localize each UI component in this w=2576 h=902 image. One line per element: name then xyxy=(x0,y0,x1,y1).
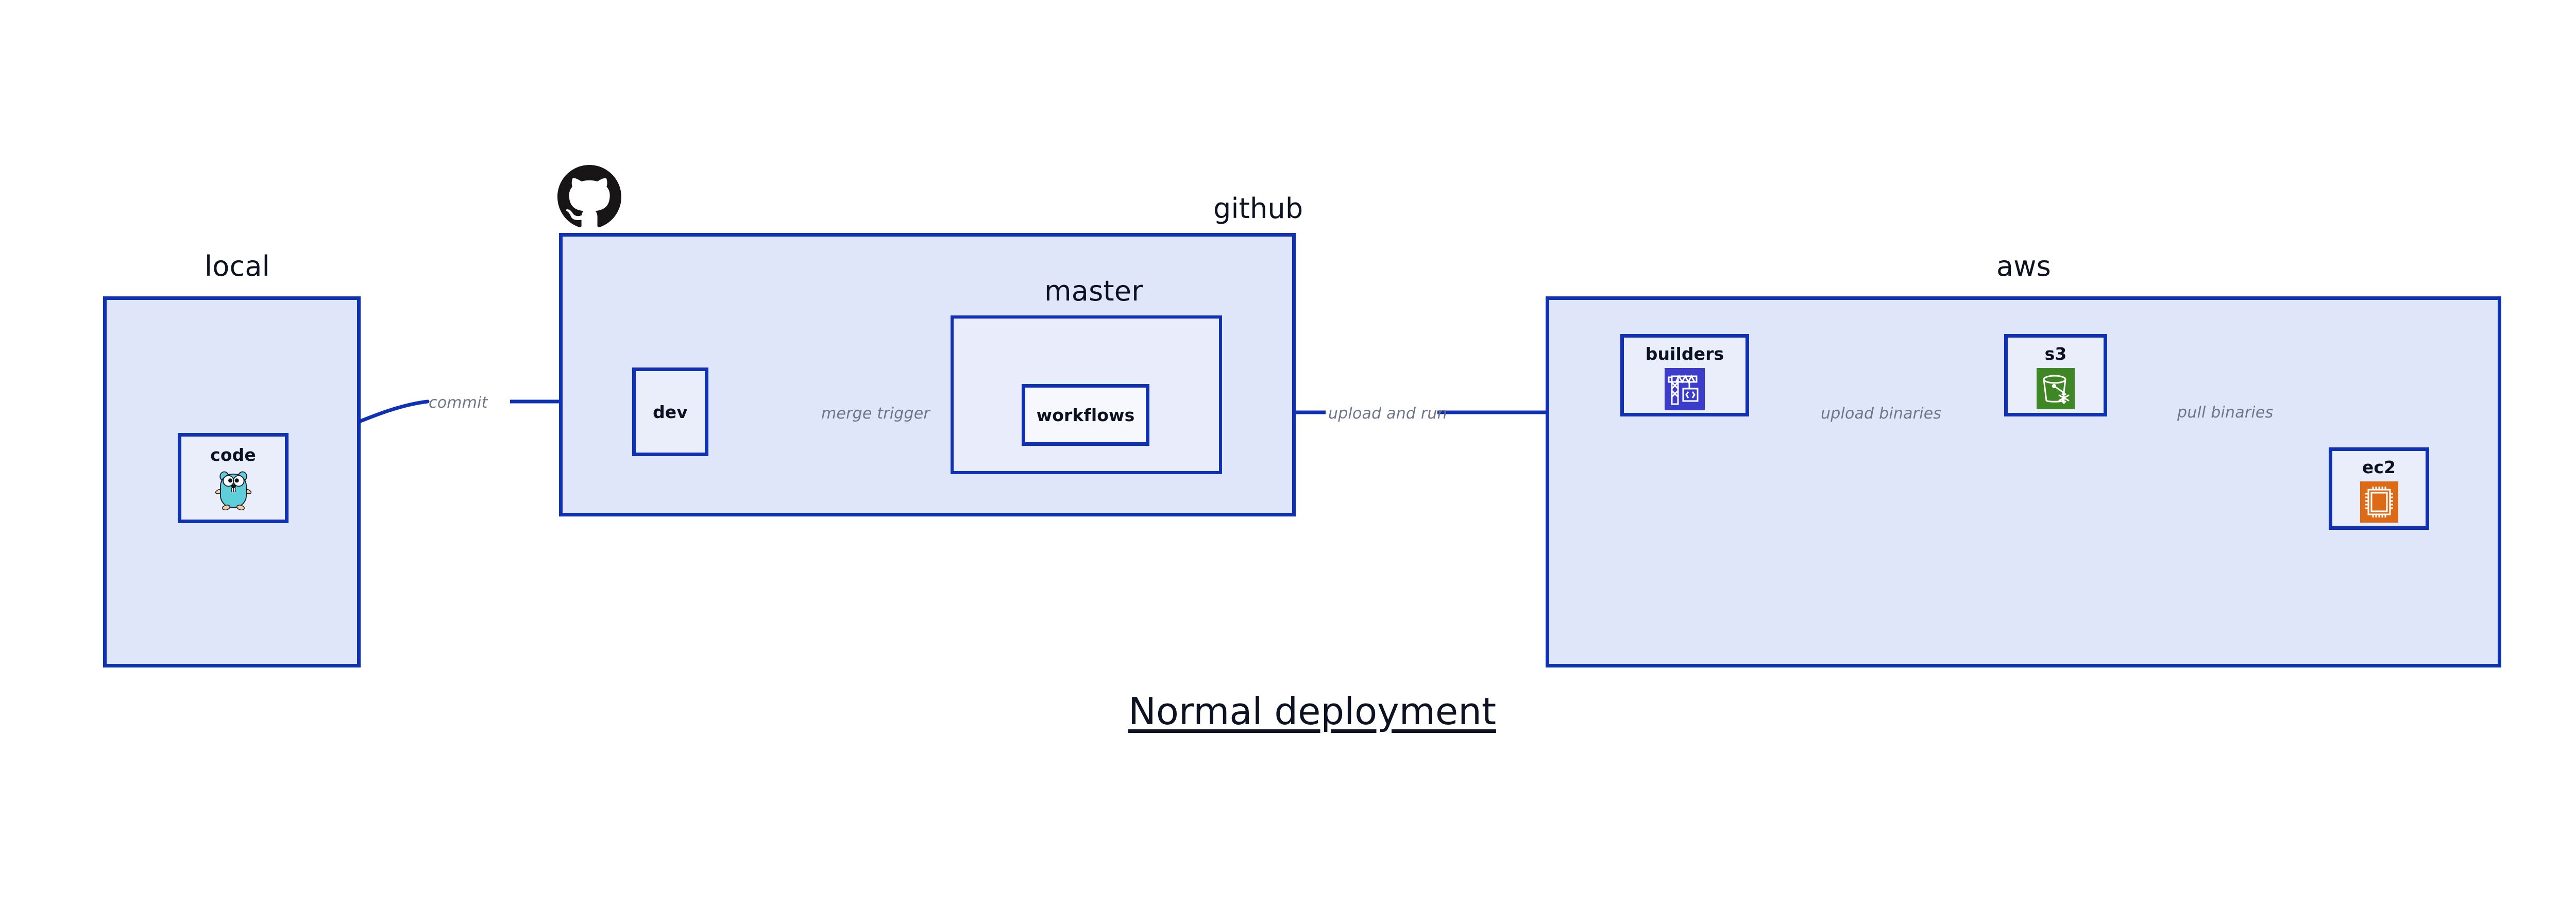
aws-codebuild-icon xyxy=(1665,368,1705,410)
edge-label-upload-binaries: upload binaries xyxy=(1821,405,1942,423)
node-dev[interactable]: dev xyxy=(632,368,708,456)
node-builders-label: builders xyxy=(1645,344,1724,364)
node-ec2[interactable]: ec2 xyxy=(2329,447,2429,530)
edge-label-merge-trigger: merge trigger xyxy=(821,405,930,423)
node-code-label: code xyxy=(210,445,256,465)
github-logo-icon xyxy=(557,165,621,231)
node-code[interactable]: code xyxy=(178,433,289,523)
node-s3[interactable]: s3 xyxy=(2004,334,2107,416)
node-workflows-label: workflows xyxy=(1036,405,1135,425)
edge-label-commit: commit xyxy=(429,394,488,412)
aws-ec2-icon xyxy=(2360,481,2398,523)
group-label-github: github xyxy=(1213,192,1303,225)
edge-label-pull-binaries: pull binaries xyxy=(2177,404,2274,422)
go-gopher-icon xyxy=(214,468,252,511)
node-ec2-label: ec2 xyxy=(2362,457,2396,477)
diagram-title: Normal deployment xyxy=(1128,690,1497,733)
node-workflows[interactable]: workflows xyxy=(1022,384,1149,446)
node-dev-label: dev xyxy=(653,402,688,422)
group-label-local: local xyxy=(205,250,270,282)
aws-s3-glacier-icon xyxy=(2037,368,2075,409)
node-s3-label: s3 xyxy=(2044,344,2067,364)
node-builders[interactable]: builders xyxy=(1620,334,1749,416)
edge-label-upload-and-run: upload and run xyxy=(1328,405,1447,423)
group-label-aws: aws xyxy=(1996,250,2051,282)
group-label-master: master xyxy=(1044,275,1143,307)
